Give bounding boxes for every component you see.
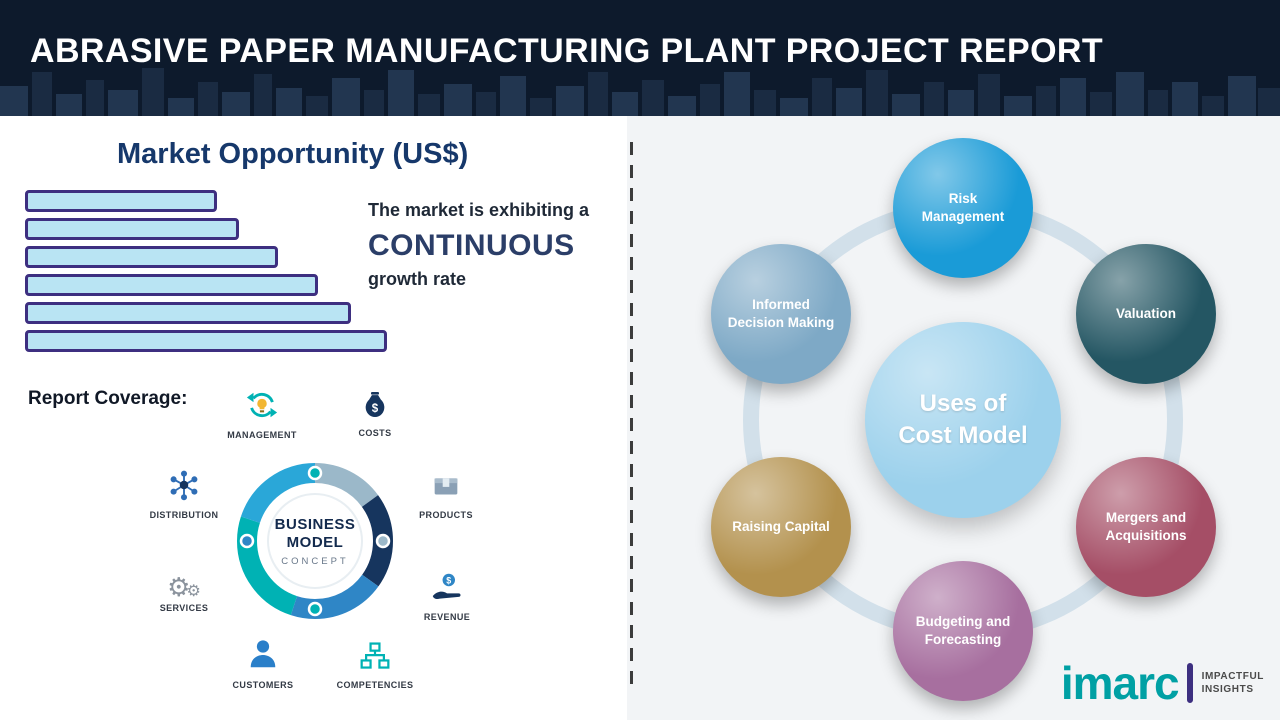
cost-model-item-mergers-acquisitions: Mergers and Acquisitions: [1076, 457, 1216, 597]
business-model-item-distribution: DISTRIBUTION: [129, 468, 239, 520]
cost-model-diagram: Risk Management Valuation Mergers and Ac…: [640, 120, 1280, 720]
network-hub-icon: [167, 468, 201, 507]
circular-arrows-bulb-icon: [245, 388, 279, 427]
market-bar: [25, 190, 217, 212]
business-model-item-label: PRODUCTS: [419, 510, 473, 520]
business-model-item-customers: CUSTOMERS: [208, 638, 318, 690]
imarc-logo: imarc IMPACTFUL INSIGHTS: [1061, 660, 1264, 706]
header-banner: ABRASIVE PAPER MANUFACTURING PLANT PROJE…: [0, 0, 1280, 116]
business-model-item-revenue: $ REVENUE: [392, 572, 502, 622]
cost-model-item-budgeting-forecasting: Budgeting and Forecasting: [893, 561, 1033, 701]
svg-text:$: $: [446, 576, 451, 586]
business-model-item-label: CUSTOMERS: [232, 680, 294, 690]
business-model-item-label: SERVICES: [159, 603, 209, 613]
cost-model-item-label: Valuation: [1115, 306, 1176, 322]
svg-text:$: $: [372, 403, 379, 415]
business-model-item-management: MANAGEMENT: [207, 388, 317, 440]
business-model-item-services: ⚙⚙ SERVICES: [129, 574, 239, 613]
hand-coin-icon: $: [429, 572, 465, 609]
cost-model-item-valuation: Valuation: [1076, 244, 1216, 384]
cost-model-item-label: Mergers and Acquisitions: [1105, 510, 1187, 543]
section-divider: [630, 142, 633, 690]
logo-tagline-line2: INSIGHTS: [1201, 684, 1254, 695]
cost-model-item-label: Risk Management: [921, 191, 1005, 224]
report-coverage-label: Report Coverage:: [28, 388, 188, 409]
gears-icon: ⚙⚙: [167, 572, 201, 602]
market-bar-chart: [25, 190, 387, 358]
market-opportunity-title: Market Opportunity (US$): [117, 138, 469, 170]
business-model-item-products: PRODUCTS: [391, 468, 501, 520]
cost-model-center-line1: Uses of: [919, 389, 1007, 417]
business-model-item-label: COMPETENCIES: [336, 680, 414, 690]
cost-model-item-informed-decision-making: Informed Decision Making: [711, 244, 851, 384]
market-bar: [25, 330, 387, 352]
logo-divider: [1186, 663, 1193, 703]
logo-tagline-line1: IMPACTFUL: [1201, 670, 1264, 682]
business-model-center-line3: CONCEPT: [281, 555, 349, 567]
imarc-wordmark: imarc: [1060, 657, 1180, 709]
growth-line1: The market is exhibiting a: [368, 200, 590, 220]
business-model-item-label: DISTRIBUTION: [149, 510, 219, 520]
business-model-item-costs: $ COSTS: [320, 388, 430, 438]
market-bar: [25, 302, 351, 324]
box-icon: [429, 468, 463, 507]
business-model-item-label: REVENUE: [423, 612, 471, 622]
business-model-ring: [237, 463, 393, 619]
cost-model-item-label: Informed Decision Making: [727, 297, 835, 330]
business-model-center: BUSINESS MODEL CONCEPT: [230, 456, 400, 626]
business-model-center-line1: BUSINESS: [274, 515, 356, 533]
business-model-center-line2: MODEL: [286, 533, 344, 551]
growth-highlight: CONTINUOUS: [368, 229, 575, 262]
market-bar: [25, 218, 239, 240]
money-bag-icon: $: [359, 388, 391, 425]
cost-model-item-label: Budgeting and Forecasting: [915, 614, 1011, 647]
page-title: ABRASIVE PAPER MANUFACTURING PLANT PROJE…: [30, 32, 1104, 70]
cost-model-item-label: Raising Capital: [732, 519, 830, 535]
business-model-item-label: COSTS: [358, 428, 392, 438]
person-icon: [246, 638, 280, 677]
growth-line2: growth rate: [368, 269, 467, 289]
market-bar: [25, 274, 318, 296]
cost-model-center: Uses of Cost Model: [865, 322, 1061, 518]
cost-model-item-risk-management: Risk Management: [893, 138, 1033, 278]
org-chart-icon: [358, 640, 392, 677]
cost-model-item-raising-capital: Raising Capital: [711, 457, 851, 597]
cost-model-center-line2: Cost Model: [898, 422, 1028, 449]
business-model-item-competencies: COMPETENCIES: [320, 640, 430, 690]
market-bar: [25, 246, 278, 268]
growth-text-block: The market is exhibiting a CONTINUOUS gr…: [368, 200, 638, 290]
city-skyline-graphic: [0, 68, 1280, 116]
logo-tagline: IMPACTFUL INSIGHTS: [1202, 670, 1264, 697]
business-model-item-label: MANAGEMENT: [227, 430, 297, 440]
